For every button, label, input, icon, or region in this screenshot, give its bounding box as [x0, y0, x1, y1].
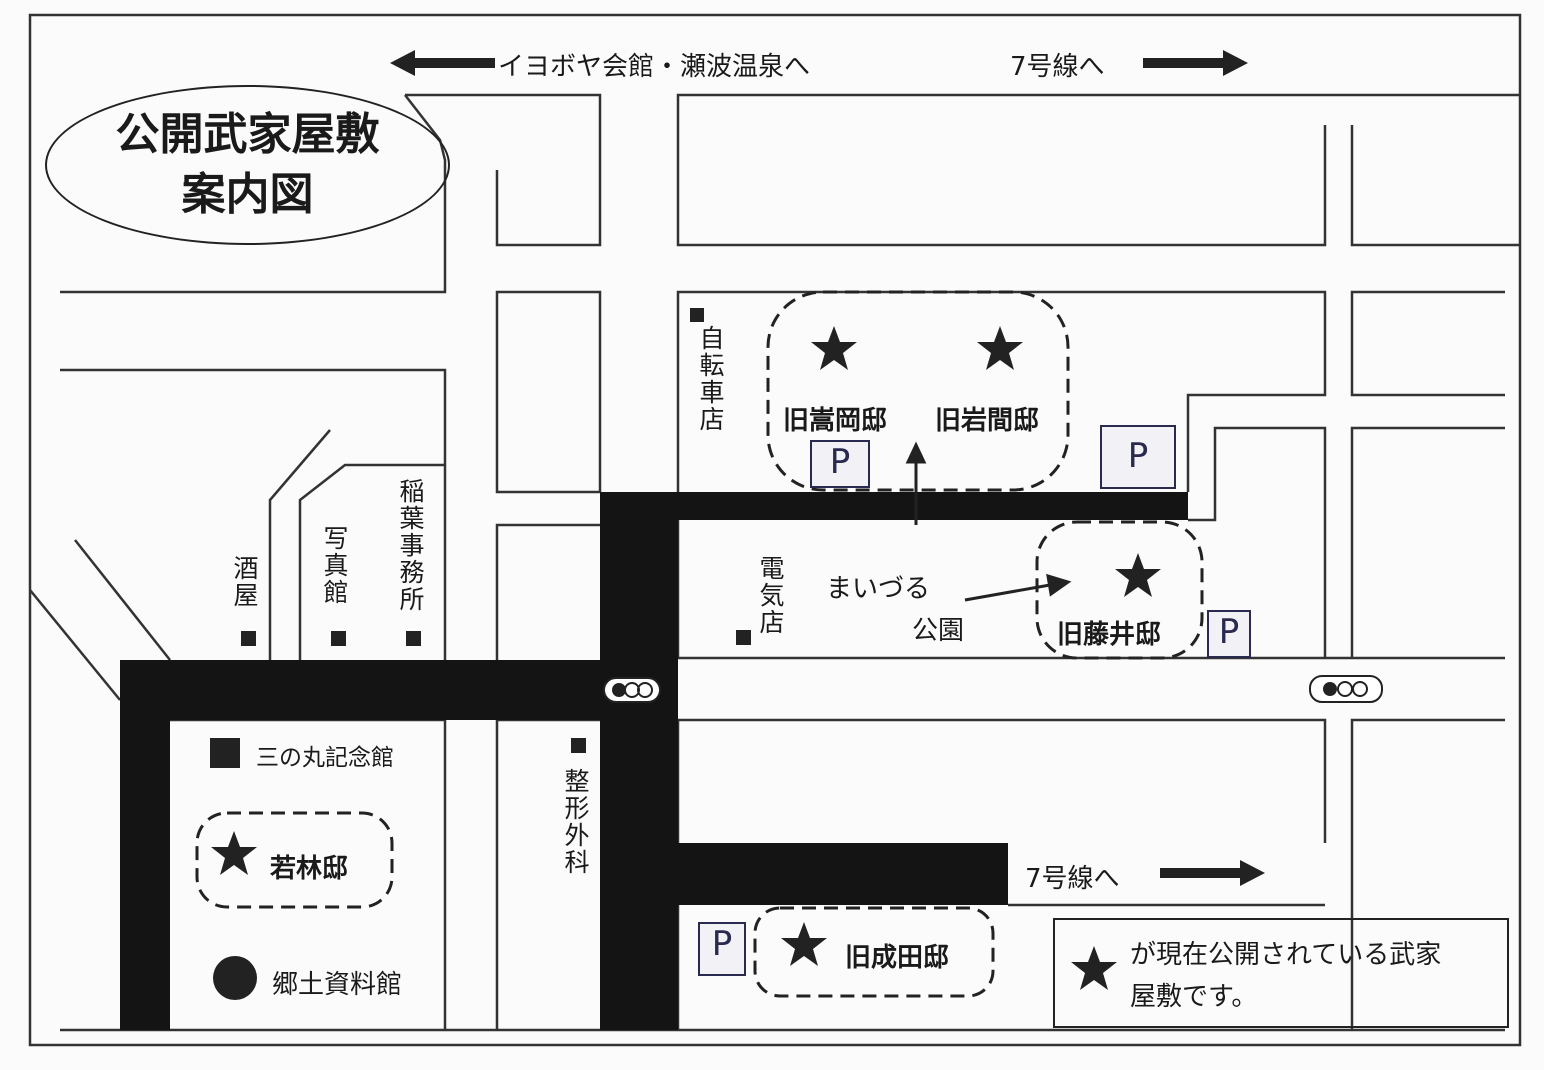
- legend-text: 屋敷です。: [1130, 982, 1258, 1012]
- block-outline: [298, 463, 445, 660]
- landmark-label: 電気店: [756, 555, 785, 636]
- title-line: 公開武家屋敷: [115, 109, 380, 160]
- block-outline: [676, 93, 1520, 247]
- star-icon: [211, 831, 257, 875]
- landmark-label: 郷土資料館: [272, 970, 403, 1000]
- landmark-label: 三の丸記念館: [256, 745, 394, 771]
- traffic-light-icon: [1309, 675, 1383, 703]
- parking-icon: P: [1100, 425, 1176, 489]
- star-markers: [211, 326, 1161, 990]
- house-label[interactable]: 旧成田邸: [845, 943, 950, 973]
- map-frame: [28, 13, 1522, 1047]
- direction-label: 7号線へ: [1010, 52, 1105, 82]
- main-road: [120, 660, 170, 1030]
- building-marker-icon: [406, 631, 421, 646]
- block-outline: [676, 290, 1327, 492]
- block-outline: [495, 523, 600, 660]
- museum-marker-icon: [213, 956, 257, 1000]
- house-label[interactable]: 旧嵩岡邸: [783, 406, 888, 436]
- title-line: 案内図: [181, 169, 314, 220]
- block-outline: [268, 429, 331, 660]
- arrow-up-icon: [905, 441, 927, 464]
- direction-label: イヨボヤ会館・瀬波温泉へ: [498, 52, 811, 82]
- parking-icon: P: [810, 440, 870, 488]
- building-marker-icon: [736, 630, 751, 645]
- building-marker-icon: [210, 738, 240, 768]
- star-icon: [977, 326, 1023, 370]
- block-outline: [405, 93, 602, 247]
- park-label: 公園: [912, 616, 965, 646]
- house-label[interactable]: 若林邸: [270, 854, 349, 884]
- house-area-outline: [1035, 520, 1204, 660]
- building-marker-icon: [571, 738, 586, 753]
- arrow-left-icon: [390, 50, 495, 76]
- parking-icon: P: [698, 922, 746, 976]
- main-road: [678, 492, 1188, 520]
- landmark-label: 酒屋: [230, 555, 259, 609]
- arrow-right-icon: [1143, 50, 1248, 76]
- block-outline: [1350, 426, 1505, 658]
- diagonal-road: [74, 539, 171, 661]
- building-marker-icon: [331, 631, 346, 646]
- landmark-label: 稲葉事務所: [396, 478, 425, 613]
- arrow-right-icon: [1160, 860, 1265, 886]
- legend: が現在公開されている武家 屋敷です。: [1053, 918, 1509, 1028]
- house-area-outline: [753, 906, 995, 998]
- house-label[interactable]: 旧岩間邸: [935, 406, 1040, 436]
- map-title: 公開武家屋敷 案内図: [45, 85, 450, 245]
- direction-label: 7号線へ: [1025, 864, 1120, 894]
- house-area-outline: [195, 811, 394, 909]
- block-outline: [1350, 125, 1520, 247]
- diagonal-road: [29, 589, 121, 701]
- block-outline: [1350, 290, 1505, 397]
- building-marker-icon: [690, 308, 704, 322]
- house-area-outline: [766, 290, 1070, 492]
- parking-icon: P: [1207, 610, 1251, 658]
- arrow-right-icon: [1046, 573, 1072, 597]
- block-outline: [676, 718, 1327, 843]
- traffic-light-icon: [603, 677, 661, 703]
- main-road: [120, 660, 600, 720]
- main-road: [600, 492, 678, 1030]
- block-outline: [495, 290, 602, 494]
- block-outline: [1188, 426, 1327, 658]
- house-label[interactable]: 旧藤井邸: [1057, 620, 1162, 650]
- park-label: まいづる: [826, 574, 931, 604]
- block-outline: [1350, 718, 1505, 1030]
- star-icon: [1115, 553, 1161, 597]
- landmark-label: 整形外科: [561, 768, 590, 876]
- legend-text: が現在公開されている武家: [1130, 940, 1442, 970]
- star-icon: [781, 922, 827, 966]
- block-outline: [60, 368, 447, 660]
- main-road: [678, 843, 1008, 905]
- landmark-label: 自転車店: [696, 325, 725, 433]
- landmark-label: 写真館: [320, 525, 349, 606]
- building-marker-icon: [241, 631, 256, 646]
- star-icon: [811, 326, 857, 370]
